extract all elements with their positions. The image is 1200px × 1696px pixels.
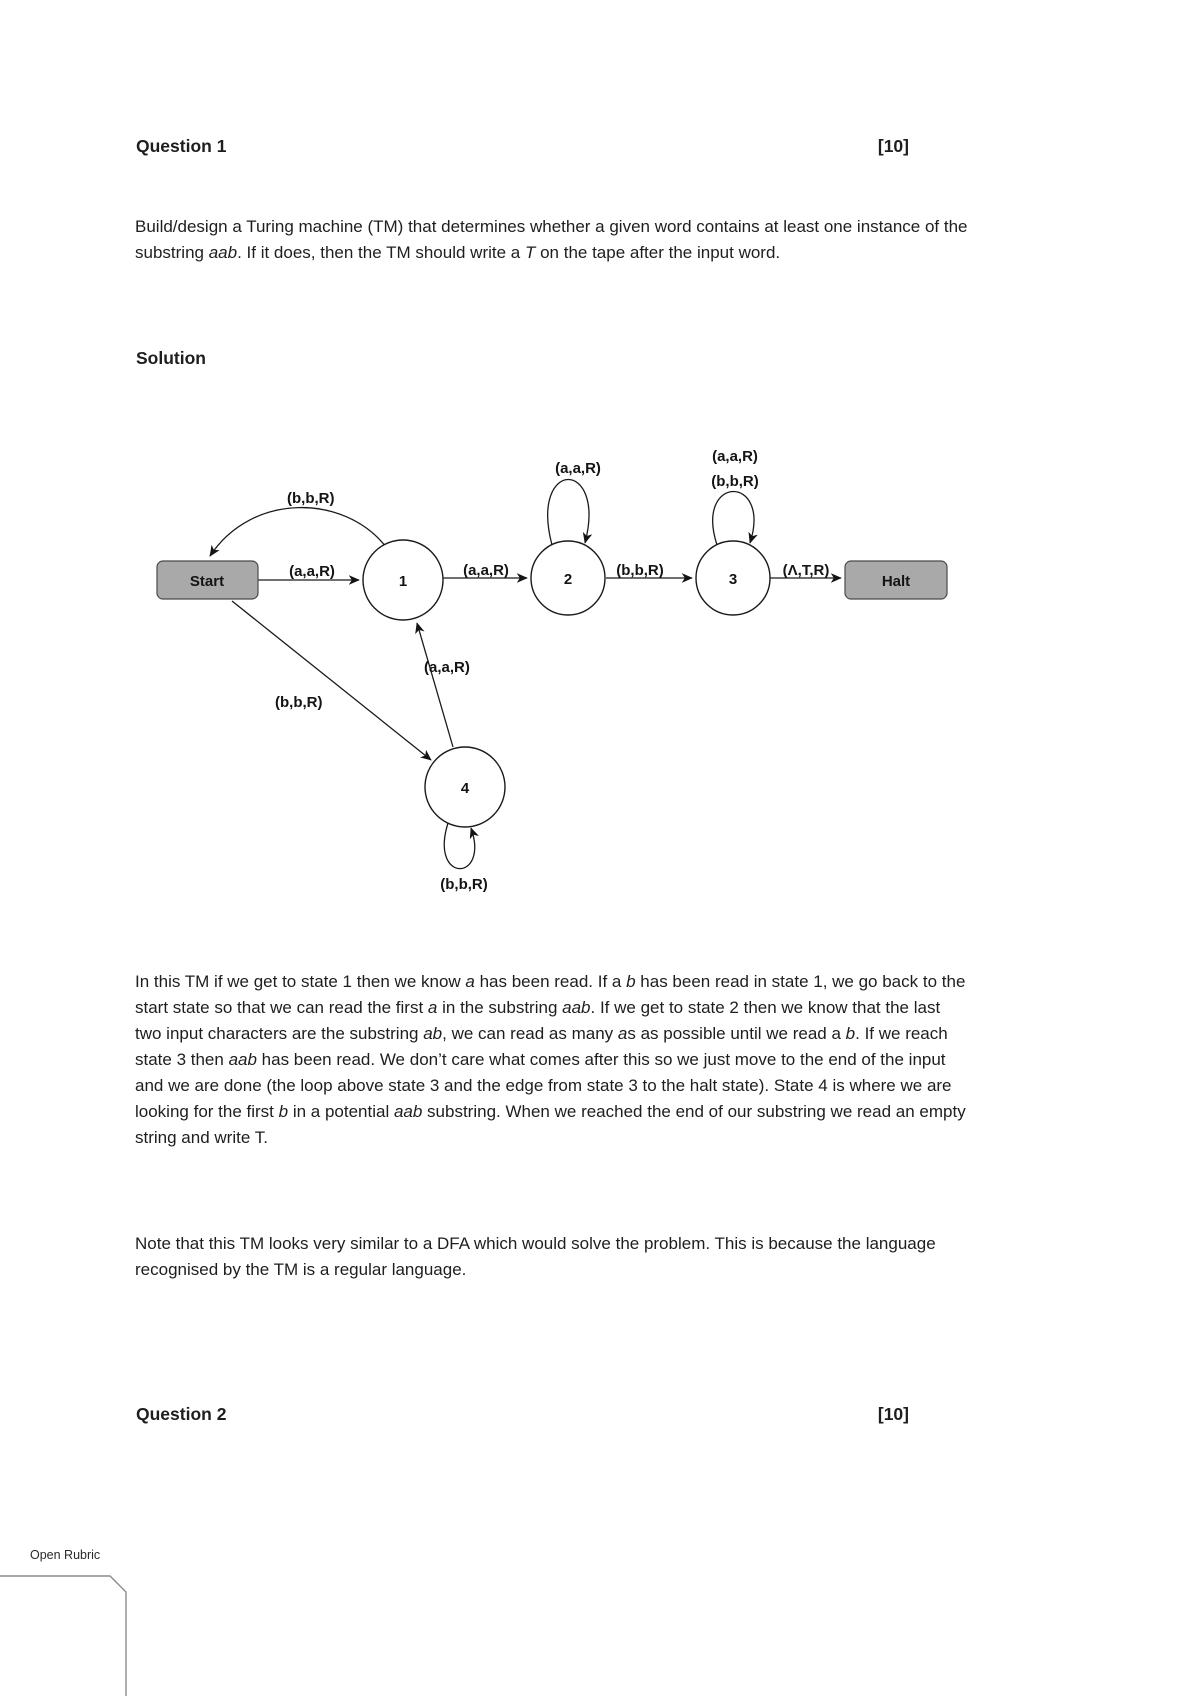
question1-marks: [10] [877,136,909,156]
label-s4-loop: (b,b,R) [440,876,487,893]
page-corner-graphic [0,1575,127,1696]
label-s3-to-halt: (Λ,T,R) [783,562,830,579]
edge-start-to-s4 [231,600,432,761]
question1-text: Build/design a Turing machine (TM) that … [135,217,968,262]
start-state-label: Start [190,573,224,590]
edge-s2-self-loop [547,478,593,546]
label-s3-loop-b: (b,b,R) [711,473,758,490]
start-state-box [156,560,259,600]
edge-s1-to-start [209,506,387,557]
question2-marks: [10] [877,1404,909,1424]
label-s2-loop: (a,a,R) [555,460,601,477]
edge-s4-to-s1 [415,622,454,748]
label-start-to-s1: (a,a,R) [289,563,335,580]
state-2 [530,540,606,616]
label-s1-to-s2: (a,a,R) [463,562,509,579]
label-s1-to-start: (b,b,R) [287,490,334,507]
label-s3-loop-a: (a,a,R) [712,448,758,465]
state-3-label: 3 [729,571,737,588]
state-2-label: 2 [564,571,572,588]
edge-s4-self-loop [443,822,479,870]
question2-title: Question 2 [136,1404,227,1424]
label-start-to-s4: (b,b,R) [275,694,322,711]
state-3 [695,540,771,616]
halt-state-label: Halt [882,573,910,590]
state-1-label: 1 [399,573,407,590]
state-4 [424,746,506,828]
solution-note: Note that this TM looks very similar to … [135,1234,936,1279]
solution-explanation: In this TM if we get to state 1 then we … [135,972,966,1147]
edge-s3-self-loop [712,490,758,546]
turing-machine-diagram: Start 1 2 3 Halt 4 (b,b,R) (a,a,R) (a,a,… [156,448,948,893]
solution-heading: Solution [136,348,206,368]
halt-state-box [844,560,948,600]
label-s2-to-s3: (b,b,R) [616,562,663,579]
open-rubric-label: Open Rubric [30,1548,101,1562]
state-4-label: 4 [461,780,470,797]
question1-header: Question 1 [10] [136,136,909,157]
question1-title: Question 1 [136,136,227,156]
question2-header: Question 2 [10] [136,1404,909,1425]
state-1 [362,539,444,621]
label-s4-to-s1: (a,a,R) [424,659,470,676]
